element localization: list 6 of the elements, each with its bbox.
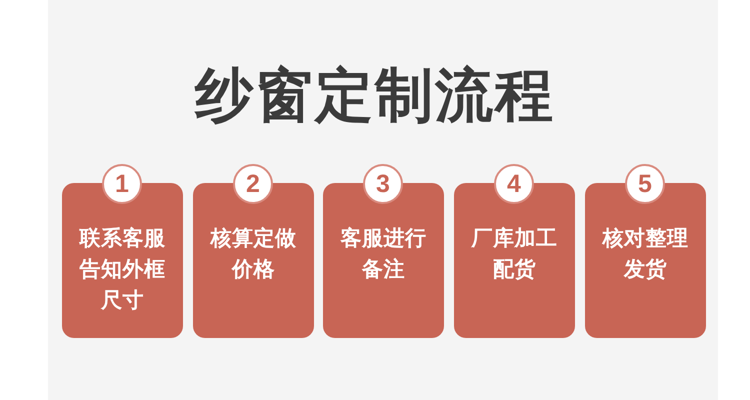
title: 纱窗定制流程: [195, 62, 555, 128]
step-label: 核算定做价格: [208, 225, 298, 283]
step-label: 联系客服告知外框尺寸: [78, 225, 166, 314]
step-label: 厂库加工配货: [470, 225, 558, 283]
step-label: 客服进行备注: [339, 225, 428, 283]
step-label: 核对整理发货: [600, 225, 690, 283]
